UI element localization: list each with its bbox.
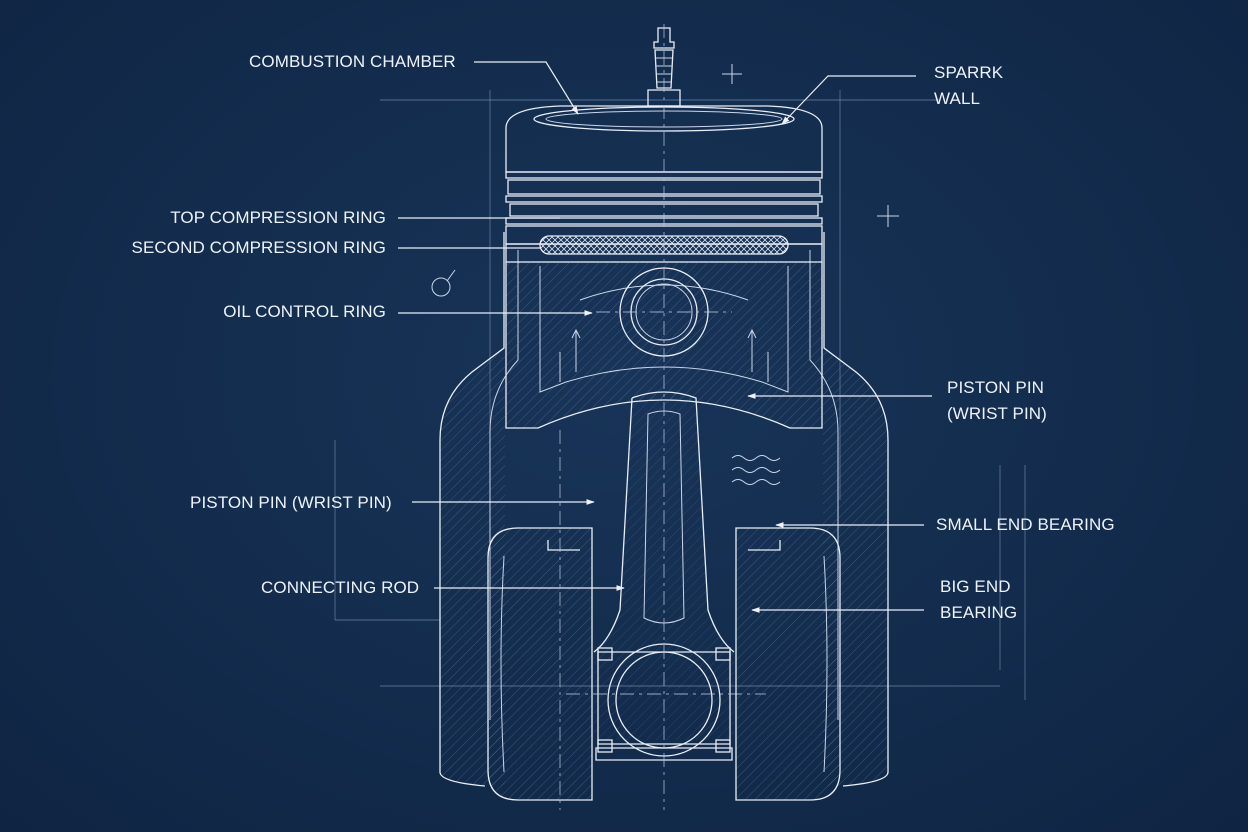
label-oil-control-ring: OIL CONTROL RING: [223, 302, 386, 321]
label-sparrk-line2: WALL: [934, 89, 981, 108]
label-top-compression-ring: TOP COMPRESSION RING: [170, 208, 386, 227]
spark-plug: [647, 27, 681, 107]
label-second-compression-ring: SECOND COMPRESSION RING: [131, 238, 386, 257]
label-big-end-line1: BIG END: [940, 577, 1011, 596]
label-sparrk-line1: SPARRK: [934, 63, 1004, 82]
label-piston-pin-right: PISTON PIN (WRIST PIN): [947, 375, 1047, 427]
crank-counterweights: [487, 527, 841, 801]
label-big-end-line2: BEARING: [940, 603, 1018, 622]
leader-combustion-chamber: [474, 61, 579, 115]
label-piston-pin-right-line1: PISTON PIN: [947, 378, 1045, 397]
oil-wave-symbol: [731, 455, 781, 485]
label-piston-pin-left: PISTON PIN (WRIST PIN): [190, 493, 392, 512]
leader-sparrk: [781, 75, 916, 125]
label-big-end-bearing: BIG END BEARING: [940, 574, 1017, 626]
label-sparrk-wall: SPARRK WALL: [934, 60, 1003, 112]
label-piston-pin-right-line2: (WRIST PIN): [947, 404, 1047, 423]
leader-lines: [398, 61, 932, 613]
label-connecting-rod: CONNECTING ROD: [261, 578, 420, 597]
label-combustion-chamber: COMBUSTION CHAMBER: [249, 52, 456, 71]
crosshair-marks: [431, 64, 899, 297]
label-small-end-bearing: SMALL END BEARING: [936, 515, 1115, 534]
